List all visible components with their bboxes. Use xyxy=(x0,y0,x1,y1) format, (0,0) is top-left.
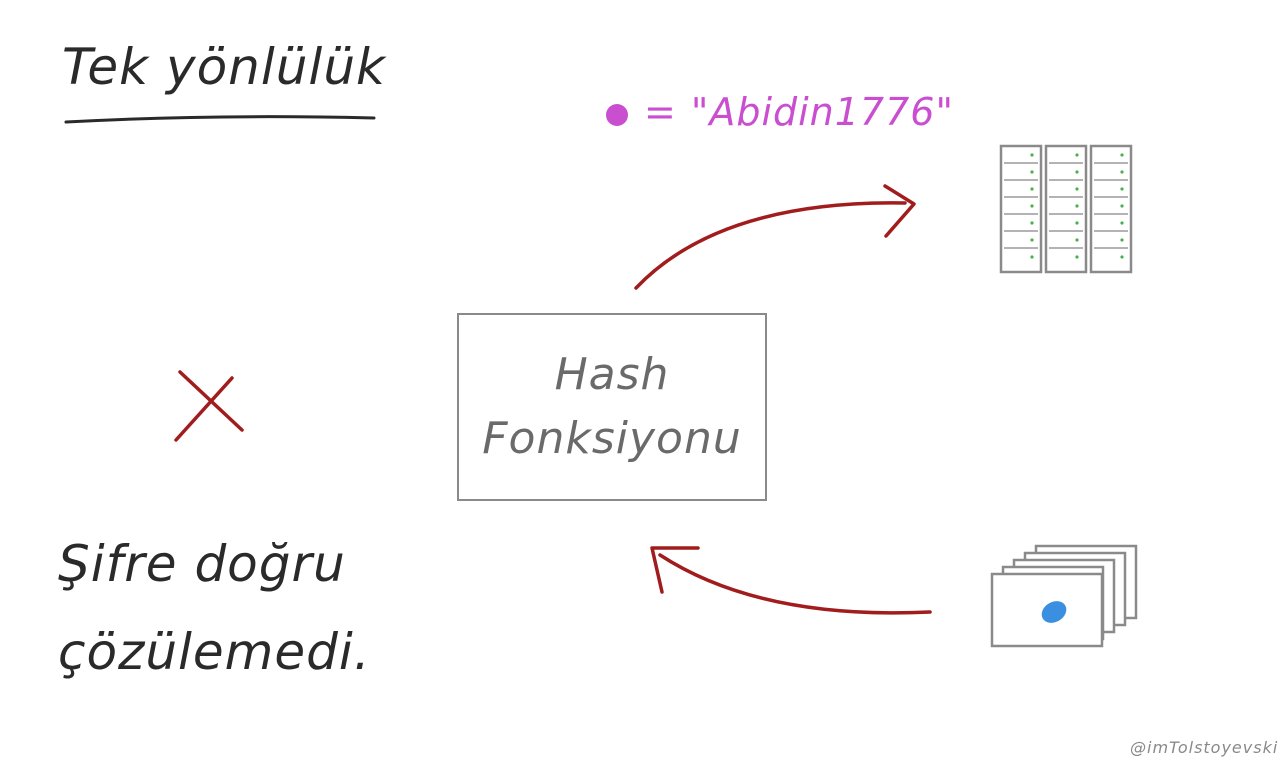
hash-box-line-1: Hash xyxy=(554,349,670,400)
equals-sign: = xyxy=(644,90,677,134)
title-underline xyxy=(64,115,376,124)
password-value: "Abidin1776" xyxy=(690,90,954,134)
arrow-to-hash xyxy=(650,546,932,615)
result-line-2: çözülemedi. xyxy=(58,623,371,681)
result-line-1: Şifre doğru xyxy=(58,535,346,593)
hash-function-box: Hash Fonksiyonu xyxy=(457,313,767,501)
result-text: Şifre doğru çözülemedi. xyxy=(58,520,371,696)
hash-box-line-2: Fonksiyonu xyxy=(482,413,742,464)
author-watermark: @imTolstoyevski xyxy=(1130,738,1279,757)
password-assignment: = "Abidin1776" xyxy=(606,82,954,142)
pink-dot-icon xyxy=(606,104,628,126)
server-rack-icon xyxy=(999,144,1133,274)
card-stack-icon xyxy=(990,544,1138,648)
arrow-to-server xyxy=(634,184,916,290)
cross-mark-icon xyxy=(174,370,244,442)
page-title: Tek yönlülük xyxy=(62,38,386,96)
